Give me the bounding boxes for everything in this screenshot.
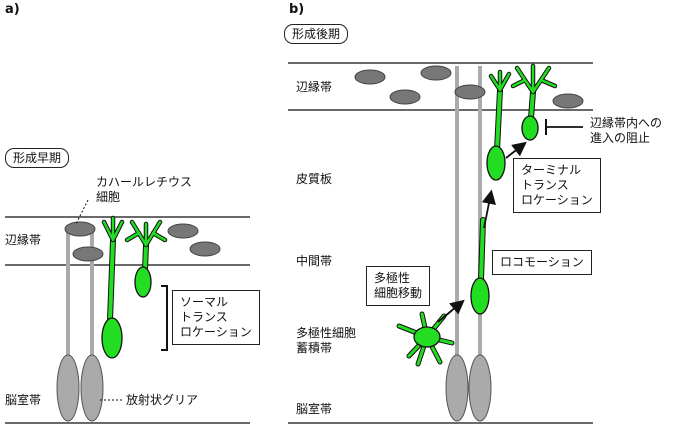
b-radial-glia-1 <box>445 66 469 422</box>
b-terminal-neuron-1 <box>486 69 512 181</box>
b-intermediate-zone-label: 中間帯 <box>296 254 333 268</box>
multipolar-box-line2: 細胞移動 <box>374 286 423 300</box>
locomotion-box: ロコモーション <box>492 250 592 275</box>
a-neuron-2 <box>124 219 168 298</box>
somal-box-line2: トランス <box>180 310 228 324</box>
somal-translocation-box: ソーマル トランス ロケーション <box>172 290 260 345</box>
somal-box-line3: ロケーション <box>180 325 252 339</box>
a-neuron-1 <box>101 215 125 359</box>
b-terminal-neuron-2 <box>510 63 558 141</box>
somal-box-line1: ソーマル <box>180 295 229 309</box>
multipolar-migration-box: 多極性 細胞移動 <box>366 266 431 306</box>
b-cr-cells <box>354 65 584 109</box>
b-block-symbol <box>545 119 583 135</box>
b-cortical-plate-label: 皮質板 <box>296 172 333 186</box>
b-multipolar-zone-label-line2: 蓄積帯 <box>296 341 333 355</box>
b-marginal-zone-label: 辺縁帯 <box>296 80 333 94</box>
locomotion-box-text: ロコモーション <box>500 255 584 269</box>
b-multipolar-neuron <box>396 311 455 367</box>
b-locomoting-neuron <box>470 217 490 315</box>
b-arrow-multipolar <box>437 299 465 323</box>
a-cr-pointer <box>75 199 89 225</box>
block-label-line1: 辺縁帯内への <box>590 116 663 130</box>
panel-a-stage-title: 形成早期 <box>5 148 70 168</box>
multipolar-box-line1: 多極性 <box>374 271 411 285</box>
panel-b-stage-title: 形成後期 <box>284 24 349 44</box>
terminal-box-line3: ロケーション <box>521 193 593 207</box>
terminal-box-line2: トランス <box>521 178 569 192</box>
block-label-line2: 進入の阻止 <box>590 131 651 145</box>
a-radial-glia-1 <box>56 225 80 422</box>
a-ventricular-zone-label: 脳室帯 <box>5 393 42 407</box>
a-cr-cells <box>64 221 221 262</box>
cr-cell-label-line2: 細胞 <box>96 190 121 204</box>
b-arrow-terminal <box>505 141 527 159</box>
b-ventricular-zone-label: 脳室帯 <box>296 402 333 416</box>
b-multipolar-zone-label-line1: 多極性細胞 <box>296 326 357 340</box>
terminal-box-line1: ターミナル <box>521 163 582 177</box>
cr-cell-label-line1: カハールレチウス <box>96 175 193 189</box>
radial-glia-label: 放射状グリア <box>126 393 199 407</box>
a-bracket <box>161 285 168 351</box>
a-marginal-zone-label: 辺縁帯 <box>5 233 42 247</box>
b-radial-glia-2 <box>468 66 492 422</box>
panel-b-label: b) <box>289 2 305 17</box>
terminal-translocation-box: ターミナル トランス ロケーション <box>513 158 601 213</box>
panel-a-label: a) <box>5 2 20 17</box>
b-arrow-locomotion <box>481 189 496 229</box>
